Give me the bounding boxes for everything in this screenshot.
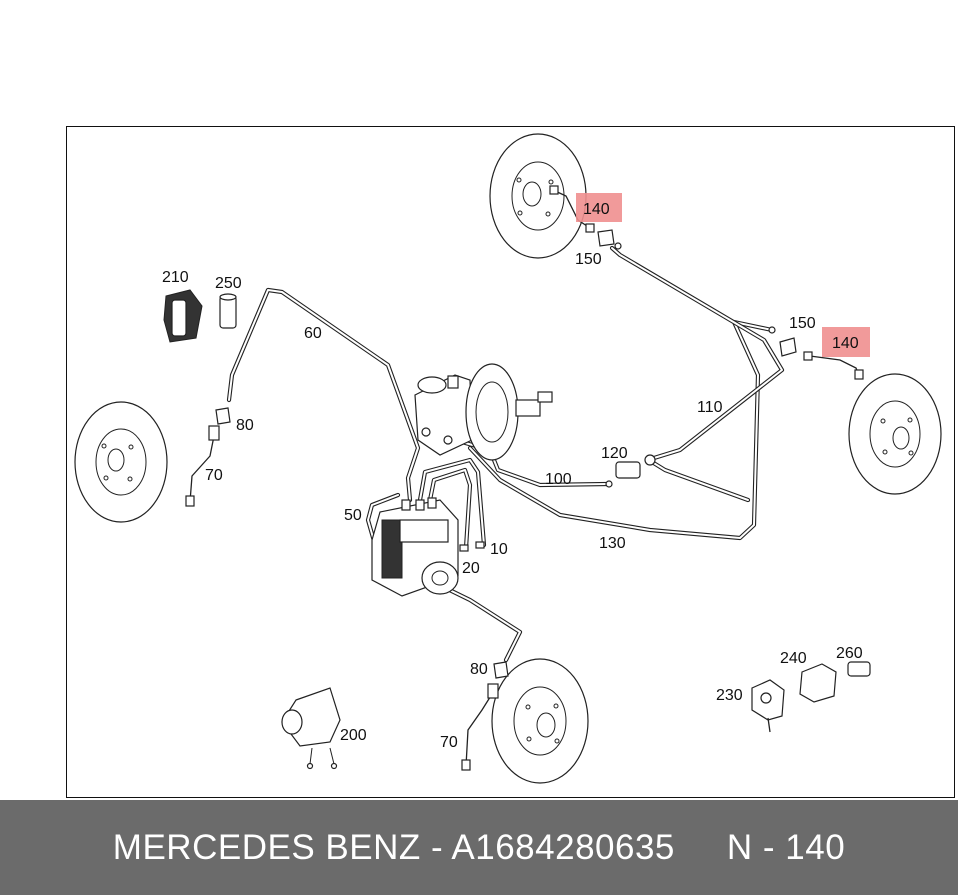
brake-disc-front-top (489, 133, 587, 259)
label-250: 250 (215, 275, 242, 292)
label-70-left: 70 (205, 467, 223, 484)
bracket-150-right (768, 326, 797, 357)
part-260-sleeve (847, 661, 871, 677)
label-230: 230 (716, 687, 743, 704)
label-260: 260 (836, 645, 863, 662)
footer-position: N - 140 (726, 827, 846, 867)
brake-hose-70-bottom (461, 683, 499, 771)
part-240-holder (799, 663, 837, 703)
bracket-150-top (597, 229, 622, 250)
brake-disc-bottom (491, 658, 589, 784)
brake-disc-right (848, 373, 942, 495)
highlight-140-top (576, 193, 622, 222)
master-cylinder-booster (414, 363, 553, 461)
label-80-left: 80 (236, 417, 254, 434)
label-110: 110 (697, 399, 723, 416)
brake-hose-140-top (549, 185, 595, 233)
connector-120 (605, 454, 656, 488)
footer-banner: MERCEDES BENZ - A1684280635 N - 140 (0, 800, 958, 895)
abs-hydraulic-unit (371, 497, 485, 597)
label-100: 100 (545, 471, 572, 488)
clip-80-bottom (493, 661, 509, 679)
label-70-bottom: 70 (440, 734, 458, 751)
label-210: 210 (162, 269, 189, 286)
highlight-140-right (822, 327, 870, 357)
label-140-right: 140 (832, 335, 859, 352)
clip-80-left (215, 407, 231, 425)
brake-line-diagram: 140 140 150 150 210 250 60 80 70 110 120… (74, 133, 942, 784)
label-80-bottom: 80 (470, 661, 488, 678)
brake-disc-left (74, 401, 168, 523)
footer-brand-part-number: MERCEDES BENZ - A1684280635 (112, 827, 675, 867)
label-120: 120 (601, 445, 628, 462)
label-150-top: 150 (575, 251, 602, 268)
label-150-right: 150 (789, 315, 816, 332)
brake-hose-70-left (185, 425, 220, 507)
label-200: 200 (340, 727, 367, 744)
part-230-sensor (751, 679, 785, 733)
part-210-bracket (163, 289, 203, 343)
brake-hose-140-right (803, 351, 864, 380)
label-60: 60 (304, 325, 322, 342)
label-10: 10 (490, 541, 508, 558)
label-140-top: 140 (583, 201, 610, 218)
part-200-sensor-bracket (281, 687, 341, 770)
label-130: 130 (599, 535, 626, 552)
label-50: 50 (344, 507, 362, 524)
label-240: 240 (780, 650, 807, 667)
label-20: 20 (462, 560, 480, 577)
part-250-sleeve (219, 293, 237, 329)
